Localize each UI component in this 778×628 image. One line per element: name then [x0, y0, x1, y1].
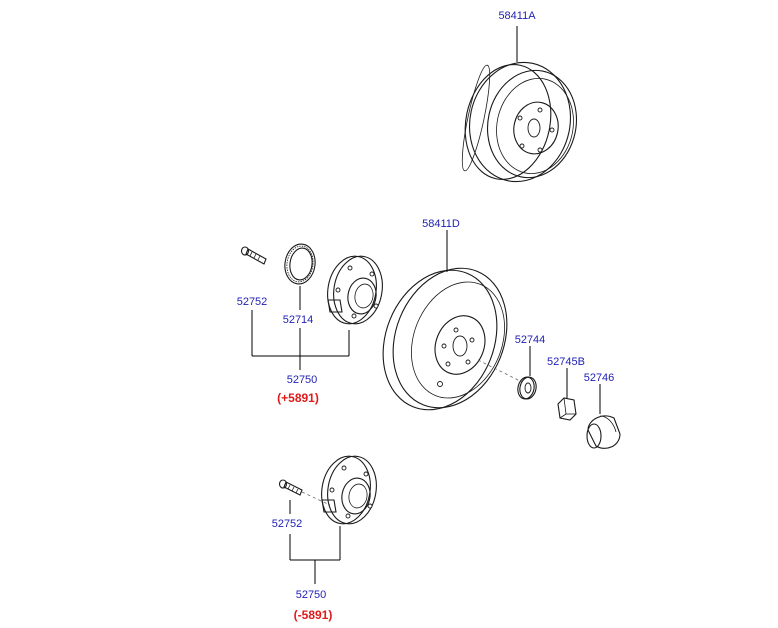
wheel-bolt-upper[interactable]: [240, 246, 267, 265]
brake-disc[interactable]: [363, 251, 527, 427]
label-ring[interactable]: 52714: [283, 314, 314, 326]
hub-cap[interactable]: [586, 415, 621, 449]
label-disc[interactable]: 58411D: [422, 218, 460, 230]
brake-drum[interactable]: [455, 53, 586, 191]
wheel-hub-lower[interactable]: [316, 452, 381, 527]
wheel-hub-upper[interactable]: [322, 252, 387, 327]
washer[interactable]: [516, 376, 538, 401]
range-lower: (-5891): [294, 608, 333, 622]
label-nut[interactable]: 52745B: [547, 356, 585, 368]
label-cap[interactable]: 52746: [584, 372, 615, 384]
wheel-bolt-lower[interactable]: [278, 479, 303, 496]
label-bolt-lower[interactable]: 52752: [272, 518, 303, 530]
hub-nut[interactable]: [557, 397, 577, 421]
label-hub-lower[interactable]: 52750: [296, 589, 327, 601]
axis-line-bolt-lower: [301, 491, 331, 506]
range-upper: (+5891): [277, 391, 319, 405]
axis-line-disc: [477, 359, 523, 383]
label-bolt-upper[interactable]: 52752: [237, 296, 268, 308]
label-washer[interactable]: 52744: [515, 334, 546, 346]
label-hub-upper[interactable]: 52750: [287, 374, 318, 386]
abs-ring[interactable]: [282, 242, 317, 286]
label-drum[interactable]: 58411A: [498, 10, 536, 22]
